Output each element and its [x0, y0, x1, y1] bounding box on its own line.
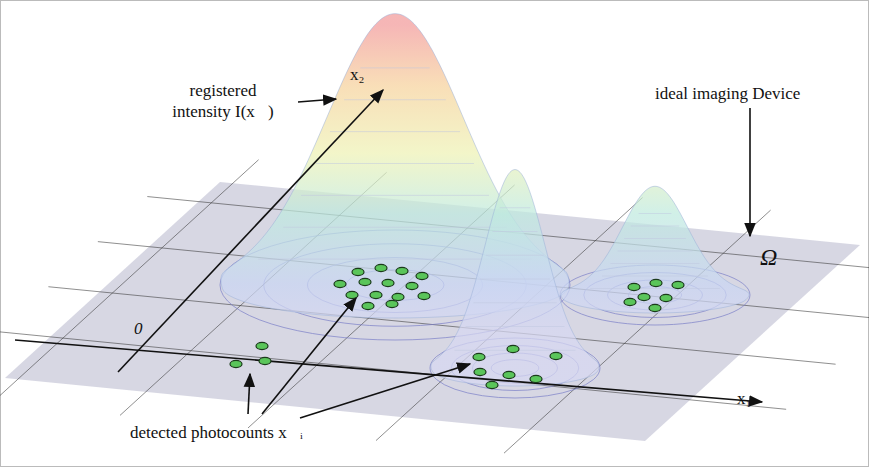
- intensity-peak: [431, 170, 599, 386]
- mesh-line: [473, 302, 556, 303]
- photocount: [370, 291, 382, 298]
- intensity-surface: [221, 14, 749, 386]
- label: Ω: [760, 242, 777, 272]
- pointer-arrow: [749, 108, 751, 236]
- pointer-arrow: [298, 99, 336, 102]
- mesh-line: [610, 263, 699, 264]
- photocount: [416, 272, 428, 279]
- photocount: [650, 279, 662, 286]
- photocount: [473, 353, 485, 360]
- photocount: [660, 294, 672, 301]
- grid-line: [0, 332, 786, 409]
- mesh-line: [360, 67, 429, 68]
- grid-line: [0, 160, 259, 403]
- label: detected photocounts x⃗ᵢ: [130, 422, 303, 443]
- mesh-line: [283, 227, 506, 228]
- photocount: [418, 292, 430, 299]
- mesh-line: [466, 326, 565, 327]
- pointer-arrow: [300, 364, 470, 418]
- photocount: [386, 300, 398, 307]
- mesh-line: [301, 195, 489, 196]
- photocount: [346, 291, 358, 298]
- photocount: [375, 264, 387, 271]
- label: x₂: [350, 64, 364, 85]
- photocount: [396, 267, 408, 274]
- photocount: [530, 375, 542, 382]
- label: registered intensity I(x⃗): [160, 80, 286, 123]
- mesh-line: [480, 279, 550, 280]
- photocount: [672, 281, 684, 288]
- photocount: [503, 371, 515, 378]
- photocount: [507, 345, 519, 352]
- x1-axis: [15, 340, 762, 402]
- pointer-arrows: [248, 99, 750, 418]
- photocount: [624, 298, 636, 305]
- photocount: [230, 360, 242, 367]
- mesh-line: [624, 238, 686, 239]
- pointer-arrow: [248, 374, 250, 414]
- mesh-line: [330, 131, 460, 132]
- mesh-line: [344, 99, 446, 100]
- photocount: [406, 282, 418, 289]
- mesh-line: [602, 276, 708, 277]
- label: ideal imaging Device: [655, 83, 800, 104]
- mesh-line: [618, 251, 693, 252]
- photocount: [638, 293, 650, 300]
- photocount: [352, 268, 364, 275]
- photocount: [392, 293, 404, 300]
- axes: [15, 90, 762, 402]
- photocount: [362, 302, 374, 309]
- photocount: [334, 280, 346, 287]
- photocount: [382, 279, 394, 286]
- photocount: [474, 368, 486, 375]
- mesh-line: [631, 226, 679, 227]
- photocount: [550, 352, 562, 359]
- mesh-line: [639, 213, 672, 214]
- pointer-arrow: [262, 298, 356, 414]
- mesh-line: [486, 255, 543, 256]
- x2-axis: [118, 90, 383, 372]
- intensity-peak: [561, 186, 749, 313]
- mesh-line: [316, 163, 474, 164]
- label: x₁: [737, 388, 751, 409]
- photocount: [628, 283, 640, 290]
- photocount: [359, 278, 371, 285]
- mesh-line: [493, 231, 538, 232]
- photocount: [486, 381, 498, 388]
- photocount: [649, 304, 661, 311]
- mesh-line: [590, 288, 720, 289]
- mesh-line: [500, 207, 531, 208]
- photocount: [259, 357, 271, 364]
- photocount: [256, 342, 268, 349]
- label: 0: [134, 318, 143, 339]
